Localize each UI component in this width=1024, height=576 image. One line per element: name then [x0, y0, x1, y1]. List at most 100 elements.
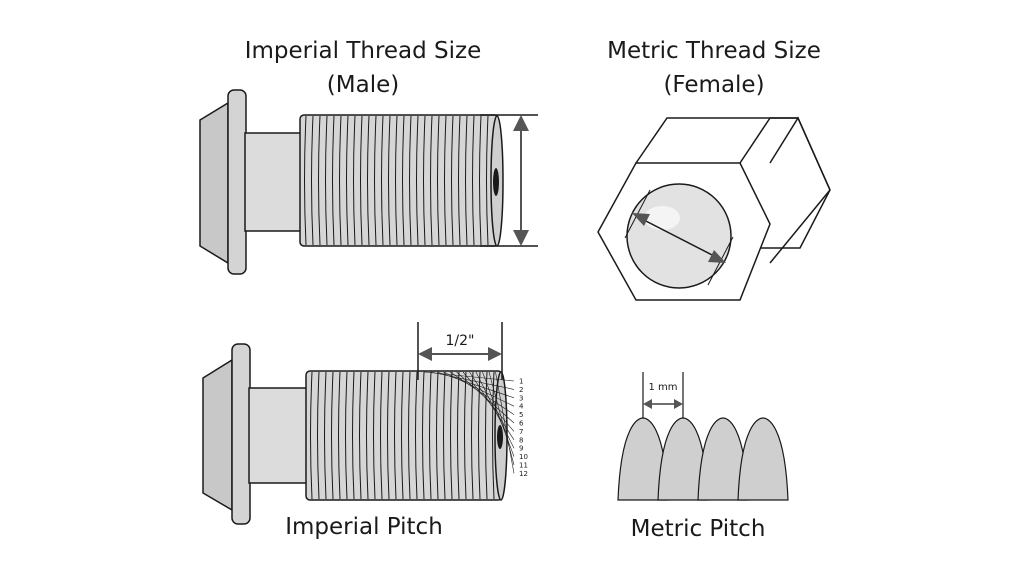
thread-ridge: [359, 371, 362, 500]
hex-nut: [597, 116, 831, 301]
thread-ridge: [310, 371, 313, 500]
thread-ridge: [352, 371, 355, 500]
count-leader-line: [462, 371, 515, 432]
bolt-head-taper: [199, 101, 229, 265]
thread-ridge: [409, 115, 412, 246]
thread-ridge: [443, 371, 446, 500]
thread-ridge: [437, 115, 440, 246]
one-mm-label: 1 mm: [648, 382, 677, 393]
thread-count-number: 11: [519, 462, 528, 470]
thread-ridge: [331, 371, 334, 500]
thread-ridge: [318, 115, 321, 246]
thread-ridge: [401, 371, 404, 500]
one-mm-dimension: [642, 372, 684, 418]
imperial-bolt-top: [199, 89, 504, 275]
thread-ridge: [472, 115, 475, 246]
count-leader-line: [443, 371, 515, 407]
thread-ridge: [423, 115, 426, 246]
thread-ridge: [380, 371, 383, 500]
thread-ridge: [402, 115, 405, 246]
half-inch-dimension: [417, 322, 503, 380]
thread-ridge: [457, 371, 460, 500]
thread-count-number: 12: [519, 470, 528, 478]
thread-ridge: [339, 115, 342, 246]
bolt-neck: [244, 132, 302, 232]
thread-ridge: [451, 115, 454, 246]
thread-ridge: [444, 115, 447, 246]
thread-ridge: [395, 115, 398, 246]
nut-bore: [626, 183, 732, 289]
thread-ridge: [450, 371, 453, 500]
thread-ridge: [415, 371, 418, 500]
thread-ridge: [416, 115, 419, 246]
thread-ridge: [465, 115, 468, 246]
thread-ridge: [325, 115, 328, 246]
diameter-dimension: [480, 114, 538, 247]
thread-ridge: [360, 115, 363, 246]
count-leader-line: [469, 371, 515, 440]
imperial-size-title-line1: Imperial Thread Size: [245, 38, 482, 64]
thread-count-number: 8: [519, 436, 523, 444]
bolt-end-hole: [497, 425, 503, 449]
thread-lines: [304, 115, 489, 246]
thread-count-number: 2: [519, 386, 523, 394]
bolt-head-taper: [202, 358, 233, 512]
thread-count-number: 6: [519, 420, 524, 428]
thread-ridge: [346, 115, 349, 246]
thread-ridge: [492, 371, 495, 500]
thread-count-number: 9: [519, 445, 523, 453]
thread-ridge: [388, 115, 391, 246]
thread-ridge: [324, 371, 327, 500]
count-leader-line: [482, 371, 515, 457]
count-leader-line: [449, 371, 515, 415]
thread-ridge: [367, 115, 370, 246]
thread-count-number: 7: [519, 428, 523, 436]
thread-ridge: [458, 115, 461, 246]
thread-ridge: [430, 115, 433, 246]
bolt-flange: [227, 89, 247, 275]
thread-ridge: [436, 371, 439, 500]
count-leader-line: [475, 371, 515, 449]
thread-ridge: [374, 115, 377, 246]
imperial-size-title-line2: (Male): [327, 72, 399, 98]
bolt-end-hole: [493, 168, 499, 196]
thread-ridge: [381, 115, 384, 246]
thread-count-number: 10: [519, 453, 528, 461]
half-inch-label: 1/2": [446, 333, 475, 349]
thread-ridge: [345, 371, 348, 500]
count-leader-line: [495, 371, 515, 474]
thread-count-number: 3: [519, 394, 523, 402]
thread-count-number: 5: [519, 411, 523, 419]
thread-ridge: [408, 371, 411, 500]
thread-ridge: [422, 371, 425, 500]
metric-pitch-caption: Metric Pitch: [631, 516, 766, 542]
thread-ridge: [338, 371, 341, 500]
thread-count-number: 1: [519, 378, 523, 386]
thread-ridge: [479, 115, 482, 246]
thread-ridge: [485, 371, 488, 500]
thread-ridge: [464, 371, 467, 500]
count-leader-line: [430, 371, 515, 390]
thread-ridge: [394, 371, 397, 500]
bolt-threaded-body: [299, 114, 499, 247]
count-leader-line: [436, 371, 515, 399]
bolt-neck: [248, 387, 308, 484]
thread-ridge: [311, 115, 314, 246]
thread-ridge: [373, 371, 376, 500]
thread-ridge: [304, 115, 307, 246]
thread-count-number: 4: [519, 403, 524, 411]
thread-crest-4: [737, 417, 789, 501]
imperial-bolt-bottom: [202, 343, 508, 525]
metric-size-title-line1: Metric Thread Size: [607, 38, 821, 64]
metric-pitch-profile: [617, 417, 789, 501]
thread-ridge: [429, 371, 432, 500]
thread-ridge: [486, 115, 489, 246]
thread-ridge: [366, 371, 369, 500]
thread-ridge: [317, 371, 320, 500]
imperial-pitch-caption: Imperial Pitch: [285, 514, 443, 540]
metric-size-title-line2: (Female): [663, 72, 764, 98]
thread-ridge: [332, 115, 335, 246]
thread-ridge: [353, 115, 356, 246]
